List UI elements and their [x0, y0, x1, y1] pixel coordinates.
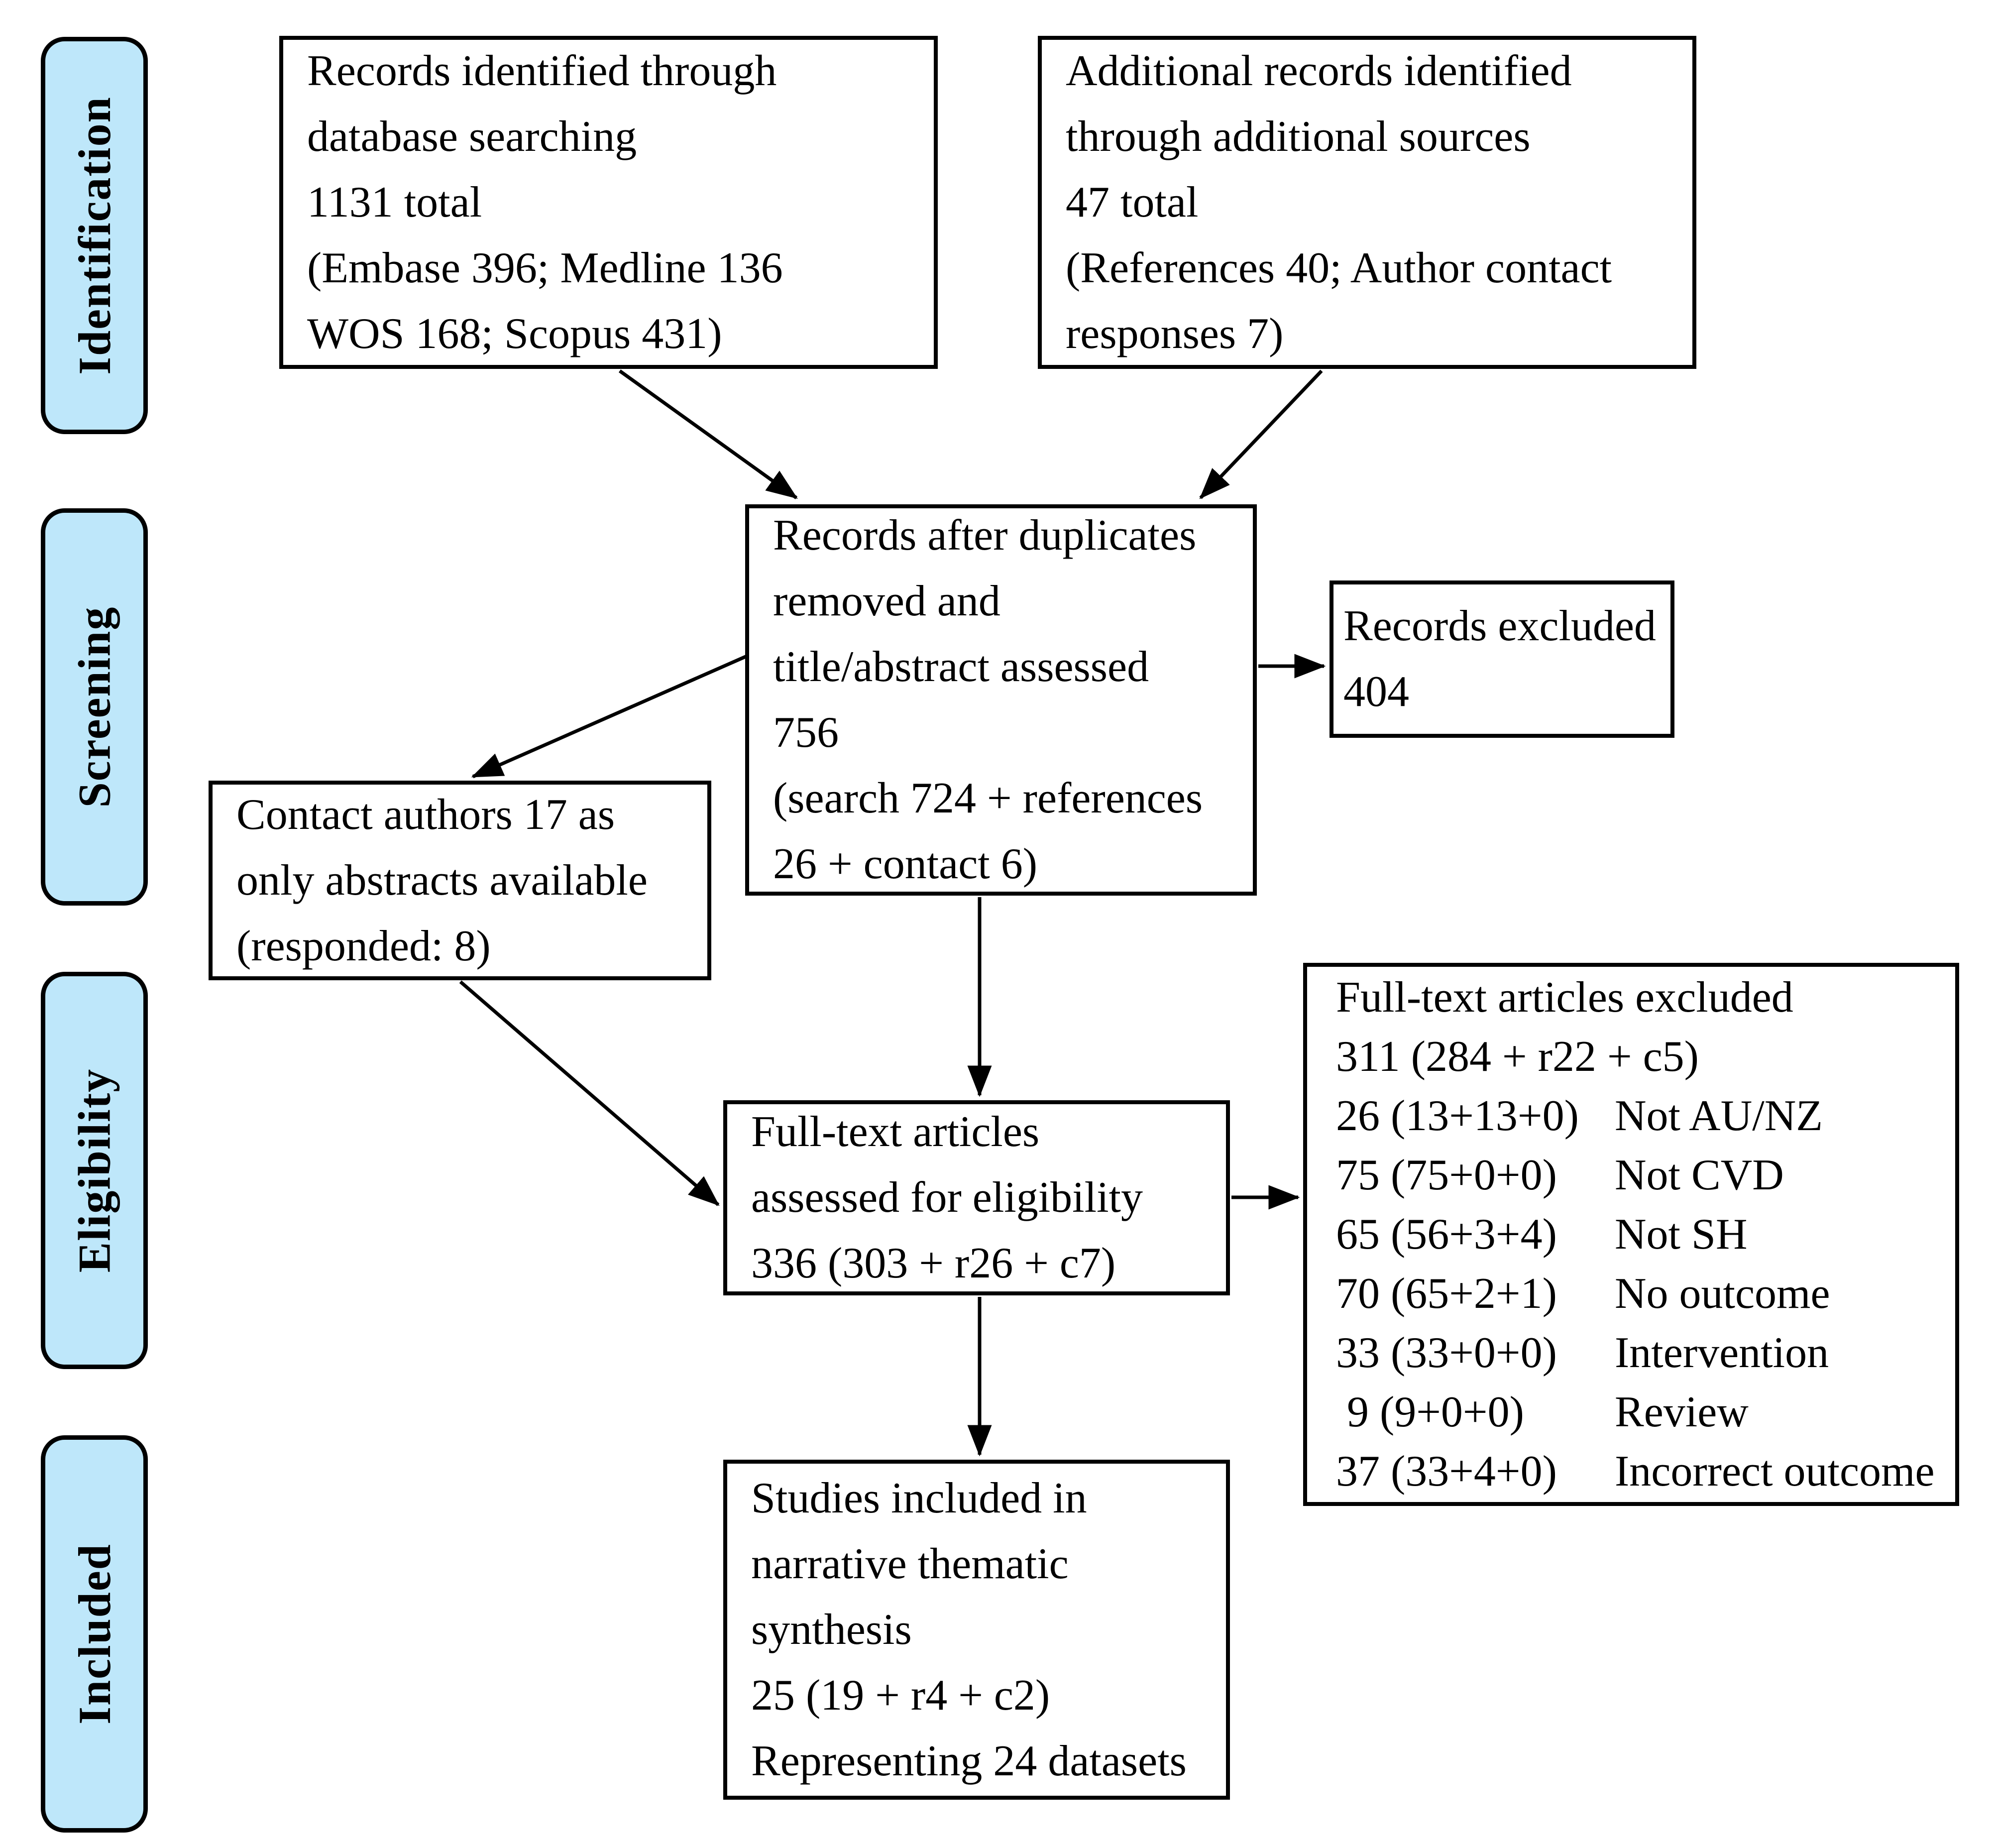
text-line: 404 [1343, 668, 1409, 716]
stage-included: Included [41, 1435, 148, 1833]
text-line: Contact authors 17 as [236, 790, 615, 839]
exclusion-reason-row: 26 (13+13+0) Not AU/NZ [1336, 1086, 1945, 1146]
text-line: Additional records identified [1066, 46, 1572, 95]
fulltext-excluded-header: Full-text articles excluded 311 (284 + r2… [1336, 968, 1945, 1086]
stage-screening: Screening [41, 508, 148, 906]
text-line: WOS 168; Scopus 431) [307, 309, 722, 358]
exclusion-reason-row: 75 (75+0+0) Not CVD [1336, 1146, 1945, 1205]
arrow-contact-to-fulltext-icon [459, 980, 720, 1206]
text-line: 311 (284 + r22 + c5) [1336, 1033, 1699, 1081]
exclusion-reason-row: 33 (33+0+0) Intervention [1336, 1323, 1945, 1383]
text-line: 25 (19 + r4 + c2) [751, 1671, 1050, 1720]
text-line: Full-text articles excluded [1336, 973, 1793, 1022]
exclusion-label: Not AU/NZ [1615, 1092, 1823, 1140]
text-line: (responded: 8) [236, 922, 491, 970]
text-line: title/abstract assessed [773, 643, 1149, 691]
text-line: database searching [307, 112, 637, 161]
stage-eligibility: Eligibility [41, 972, 148, 1369]
exclusion-count: 33 (33+0+0) [1336, 1329, 1557, 1377]
text-line: Records excluded [1343, 602, 1656, 650]
box-studies-included: Studies included in narrative thematic syn… [723, 1460, 1230, 1800]
exclusion-reason-row: 70 (65+2+1) No outcome [1336, 1264, 1945, 1323]
exclusion-label: Not SH [1615, 1210, 1748, 1259]
arrow-duplicates-to-contact-icon [471, 654, 748, 779]
box-after-duplicates: Records after duplicates removed and title… [745, 504, 1257, 896]
box-additional-records: Additional records identified through add… [1038, 36, 1696, 369]
exclusion-label: Incorrect outcome [1615, 1447, 1935, 1496]
exclusion-count: 75 (75+0+0) [1336, 1151, 1557, 1199]
text-line: Studies included in [751, 1474, 1087, 1522]
text-line: (Embase 396; Medline 136 [307, 243, 783, 292]
text-line: 26 + contact 6) [773, 840, 1038, 888]
text-line: Records identified through [307, 46, 777, 95]
box-records-identified: Records identified through database searc… [279, 36, 938, 369]
text-line: assessed for eligibility [751, 1173, 1143, 1222]
text-line: (References 40; Author contact [1066, 243, 1612, 292]
text-line: 336 (303 + r26 + c7) [751, 1239, 1116, 1287]
stage-label: Eligibility [69, 1068, 120, 1273]
stage-identification: Identification [41, 37, 148, 434]
box-fulltext-excluded: Full-text articles excluded 311 (284 + r2… [1303, 963, 1959, 1506]
text-line: (search 724 + references [773, 774, 1203, 822]
text-line: 756 [773, 708, 839, 757]
exclusion-count: 26 (13+13+0) [1336, 1092, 1579, 1140]
arrow-identified-to-duplicates-icon [618, 369, 798, 499]
exclusion-reason-row: 65 (56+3+4) Not SH [1336, 1205, 1945, 1264]
stage-label: Included [69, 1543, 120, 1725]
text-line: 1131 total [307, 178, 482, 227]
text-line: 47 total [1066, 178, 1199, 227]
fulltext-excluded-reasons: 26 (13+13+0) Not AU/NZ 75 (75+0+0) Not CVD 6… [1336, 1086, 1945, 1501]
stage-label: Identification [69, 96, 120, 375]
exclusion-count: 37 (33+4+0) [1336, 1447, 1557, 1496]
text-line: synthesis [751, 1605, 912, 1654]
exclusion-reason-row: 9 (9+0+0) Review [1336, 1383, 1945, 1442]
exclusion-label: Not CVD [1615, 1151, 1784, 1199]
text-line: removed and [773, 577, 1000, 625]
exclusion-reason-row: 37 (33+4+0) Incorrect outcome [1336, 1442, 1945, 1501]
exclusion-count: 65 (56+3+4) [1336, 1210, 1557, 1259]
exclusion-count: 9 (9+0+0) [1336, 1388, 1524, 1436]
text-line: responses 7) [1066, 309, 1284, 358]
exclusion-label: No outcome [1615, 1270, 1830, 1318]
text-line: Representing 24 datasets [751, 1736, 1187, 1785]
exclusion-label: Intervention [1615, 1329, 1829, 1377]
text-line: only abstracts available [236, 856, 648, 905]
box-fulltext-assessed: Full-text articles assessed for eligibili… [723, 1100, 1230, 1295]
box-records-excluded: Records excluded 404 [1330, 580, 1674, 738]
arrow-additional-to-duplicates-icon [1199, 369, 1323, 499]
text-line: Records after duplicates [773, 511, 1197, 560]
box-contact-authors: Contact authors 17 as only abstracts avai… [209, 781, 711, 980]
exclusion-count: 70 (65+2+1) [1336, 1270, 1557, 1318]
stage-label: Screening [69, 606, 120, 808]
exclusion-label: Review [1615, 1388, 1749, 1436]
text-line: through additional sources [1066, 112, 1531, 161]
text-line: narrative thematic [751, 1539, 1069, 1588]
text-line: Full-text articles [751, 1108, 1040, 1156]
